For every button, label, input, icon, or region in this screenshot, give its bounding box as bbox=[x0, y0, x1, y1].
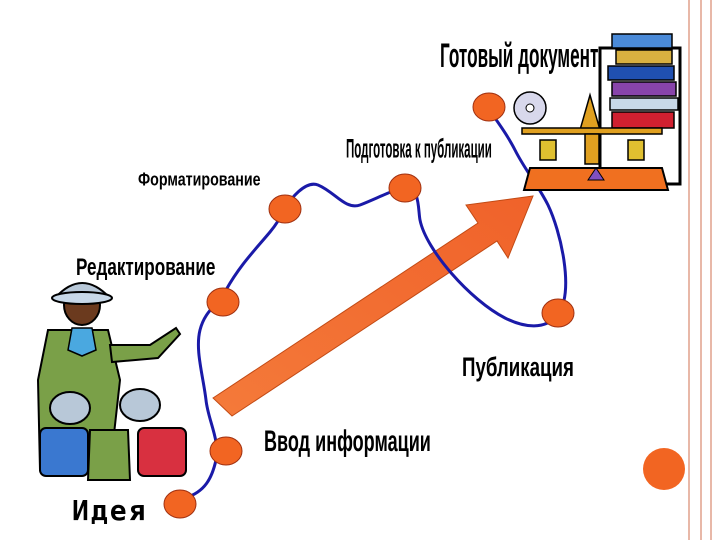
explorers-clipart-icon bbox=[36, 282, 187, 481]
node-input bbox=[209, 436, 243, 466]
stage-label-idea: Идея bbox=[72, 494, 148, 527]
stage-label-ready: Готовый документ bbox=[440, 36, 599, 75]
node-ready bbox=[472, 92, 506, 122]
stage-label-prep: Подготовка к публикации bbox=[346, 136, 492, 165]
decorative-circle bbox=[643, 448, 685, 490]
node-prep bbox=[388, 173, 422, 203]
node-idea bbox=[163, 489, 197, 519]
node-publication bbox=[541, 298, 575, 328]
stage-label-formatting: Форматирование bbox=[138, 170, 261, 191]
node-editing bbox=[206, 287, 240, 317]
progress-arrow bbox=[212, 195, 534, 417]
stage-label-input: Ввод информации bbox=[264, 424, 431, 458]
books-cd-scales-clipart-icon bbox=[513, 33, 682, 191]
node-formatting bbox=[268, 194, 302, 224]
border-line-2 bbox=[700, 0, 702, 540]
workflow-path bbox=[184, 107, 568, 500]
border-line-1 bbox=[688, 0, 690, 540]
stage-label-editing: Редактирование bbox=[76, 255, 216, 282]
border-line-3 bbox=[710, 0, 712, 540]
stage-label-publication: Публикация bbox=[462, 352, 574, 382]
